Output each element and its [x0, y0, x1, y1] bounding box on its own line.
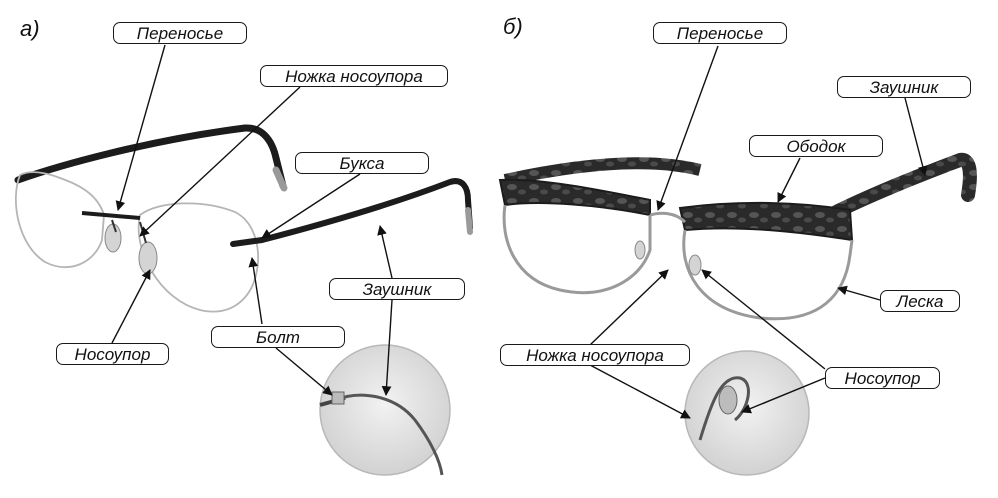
near-temple-tip — [465, 207, 473, 235]
nose-pad-b — [688, 254, 702, 276]
far-temple-tip — [272, 166, 288, 192]
label-bridge-a: Переносье — [113, 22, 247, 44]
nose-pad-left — [104, 223, 122, 253]
near-temple — [230, 178, 473, 247]
label-nose-pad-a: Носоупор — [56, 343, 169, 365]
label-temple-b: Заушник — [837, 76, 971, 98]
label-pad-arm-b: Ножка носоупора — [500, 344, 690, 366]
browline-right — [678, 201, 854, 242]
far-temple — [14, 124, 287, 190]
right-rim — [682, 229, 854, 321]
label-pad-arm-a: Ножка носоупора — [260, 65, 448, 87]
label-bridge-b: Переносье — [653, 22, 787, 44]
zoom-circle-rimless — [319, 344, 451, 476]
label-screw-a: Болт — [211, 326, 345, 348]
label-nylon-line-b: Леска — [880, 290, 960, 312]
label-nose-pad-b: Носоупор — [825, 367, 940, 389]
label-bushing-a: Букса — [295, 152, 429, 174]
panel-letter-a: а) — [20, 16, 40, 41]
nose-pad-right — [138, 241, 158, 275]
bridge-b — [649, 211, 687, 224]
far-temple-b — [503, 157, 702, 186]
browline-left — [498, 178, 651, 217]
bridge-bar — [81, 211, 141, 220]
zoom-circle-browline — [684, 350, 810, 476]
left-lens — [14, 171, 105, 268]
glasses-rimless — [14, 124, 473, 313]
right-lens — [137, 202, 259, 313]
label-temple-a: Заушник — [329, 278, 465, 300]
glasses-browline — [498, 152, 977, 321]
panel-letter-b: б) — [503, 14, 523, 39]
label-rim-b: Ободок — [749, 135, 883, 157]
leader-lines — [111, 44, 928, 419]
left-rim — [502, 204, 652, 295]
near-temple-b — [823, 152, 977, 222]
